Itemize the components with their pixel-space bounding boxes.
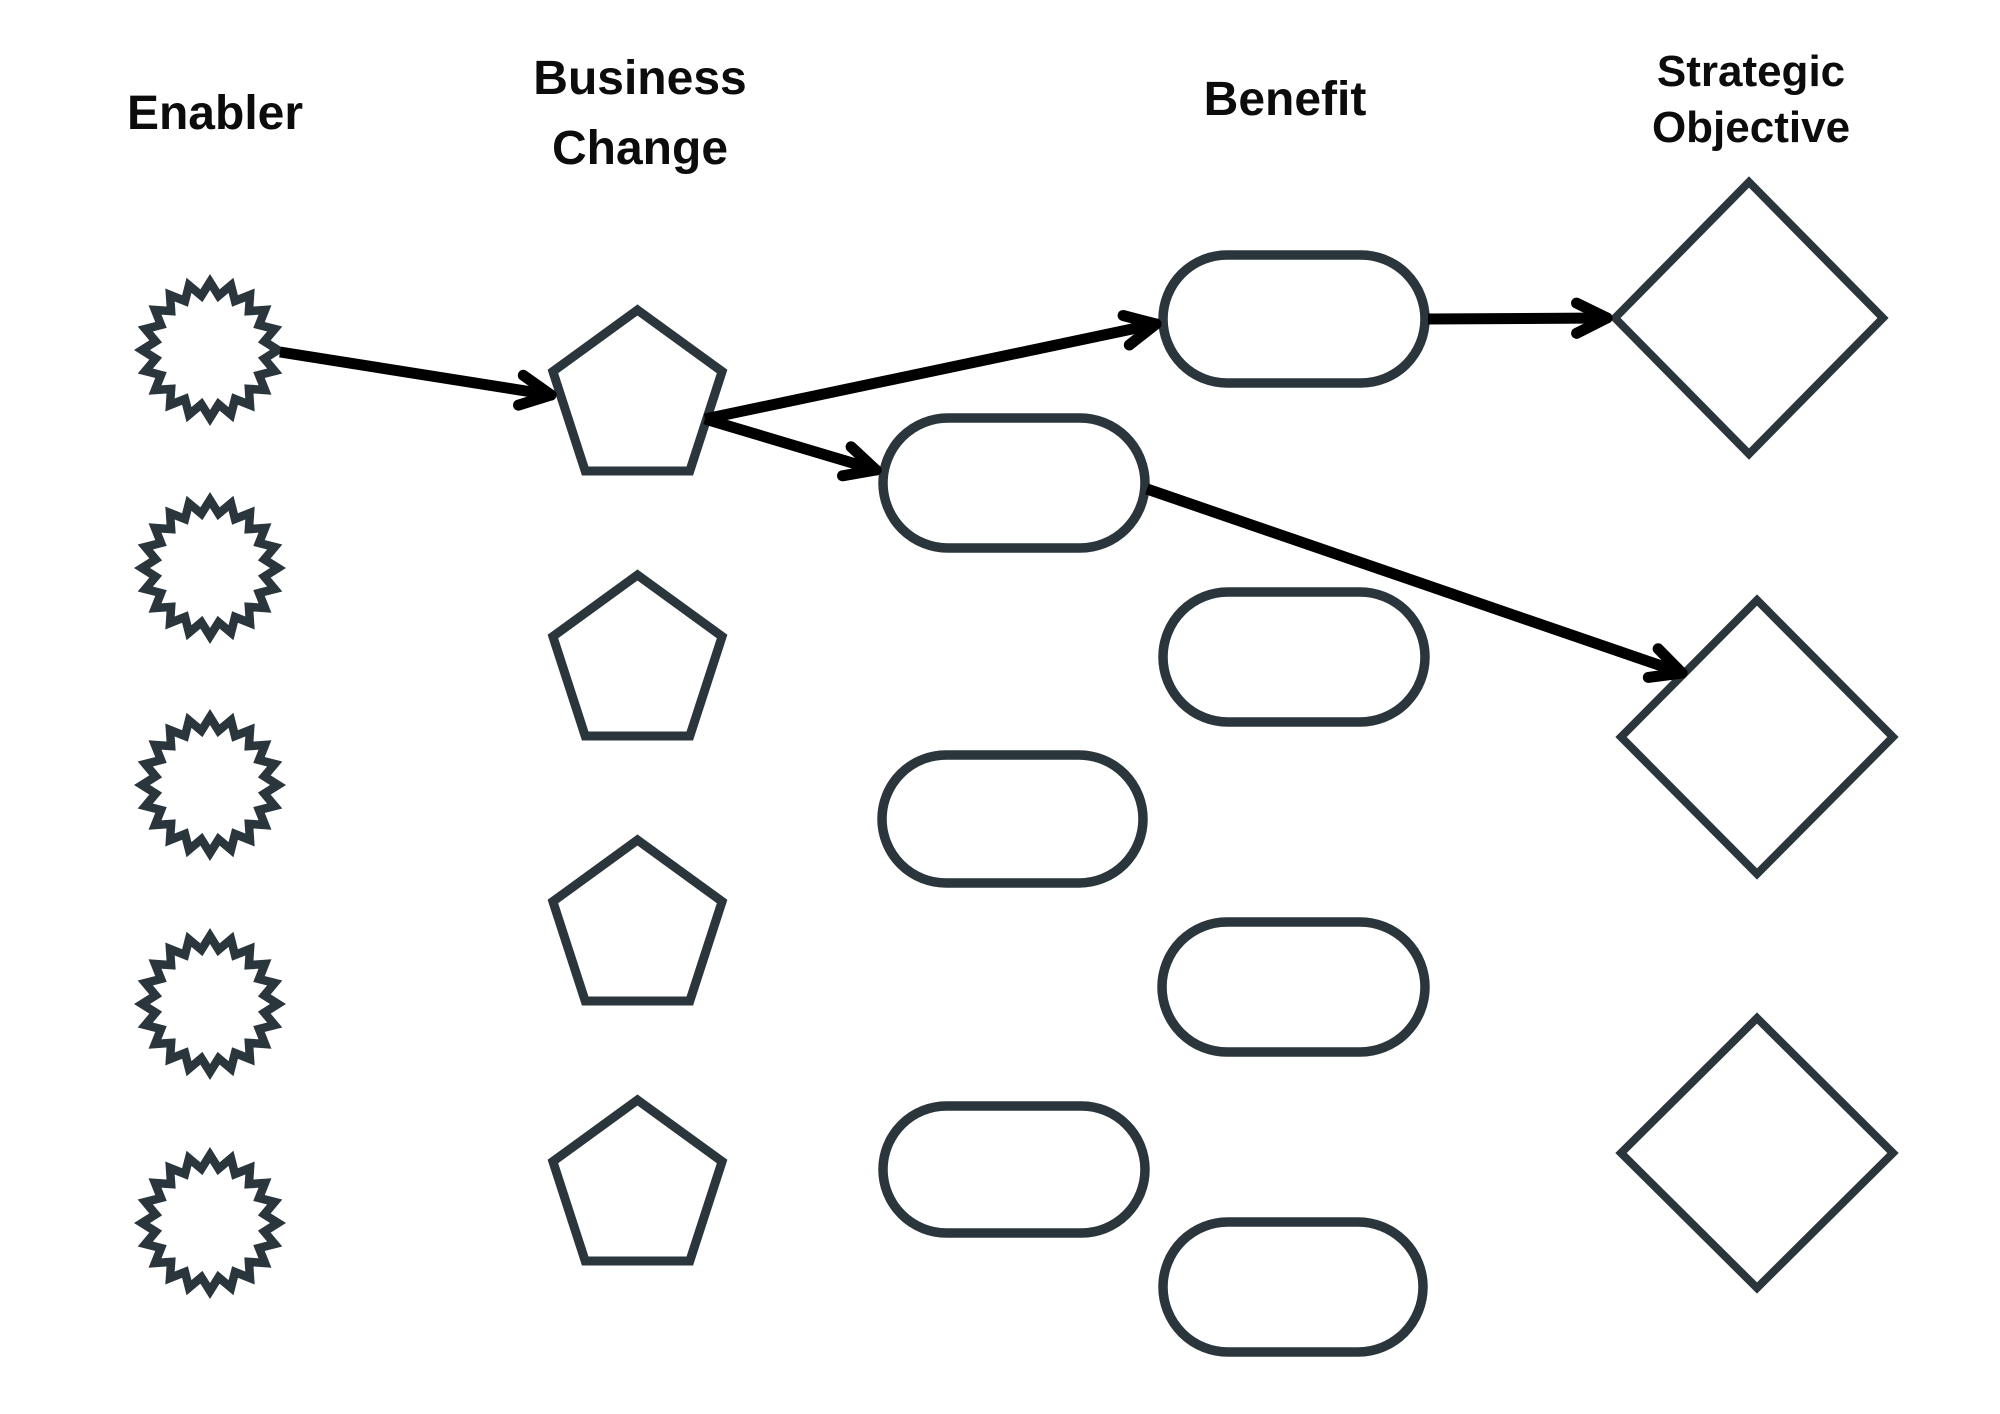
benefit-6-pill-shape <box>878 1101 1150 1238</box>
arrow-change1-benefit1-arrowhead <box>1117 310 1162 330</box>
benefit-4-pill-shape <box>877 750 1148 888</box>
arrow-change1-benefit2-line <box>703 413 878 476</box>
arrow-enabler1-change1-line <box>279 346 552 401</box>
enabler-5-starburst-shape <box>134 1147 286 1299</box>
arrow-benefit2-objective2-arrowhead <box>1652 643 1688 679</box>
benefit-7-pill-shape <box>1158 1217 1428 1357</box>
arrow-benefit2-objective2-line <box>1145 483 1684 679</box>
benefit-3-pill-shape <box>1158 587 1430 727</box>
business-change-3-pentagon-shape <box>547 834 728 1006</box>
benefit-5-pill-shape <box>1157 917 1430 1057</box>
enabler-1-starburst-shape <box>134 274 286 426</box>
arrow-change1-benefit2-arrowhead <box>845 441 882 476</box>
arrow-benefit1-objective1-line <box>1427 312 1608 325</box>
enabler-3-starburst-shape <box>134 709 286 861</box>
arrow-benefit1-objective1-arrowhead <box>1571 297 1613 324</box>
enabler-2-starburst-shape <box>134 492 286 644</box>
strategic-objective-2-diamond-shape <box>1615 594 1899 880</box>
arrow-enabler1-change1-arrowhead <box>517 369 557 401</box>
enabler-4-starburst-shape <box>134 928 286 1080</box>
strategic-objective-1-diamond-shape <box>1609 176 1889 460</box>
arrow-change1-benefit1-line <box>703 318 1158 425</box>
column-heading-benefit: Benefit <box>1203 73 1367 126</box>
column-heading-business-change: Business Change <box>533 52 747 175</box>
business-change-4-pentagon-shape <box>547 1094 728 1266</box>
column-heading-enabler: Enabler <box>126 87 304 140</box>
strategic-objective-3-diamond-shape <box>1615 1012 1899 1294</box>
business-change-1-pentagon-shape <box>547 304 728 476</box>
benefit-2-pill-shape <box>878 413 1150 553</box>
business-change-2-pentagon-shape <box>547 569 728 741</box>
benefit-1-pill-shape <box>1158 250 1430 388</box>
column-heading-strategic-objective: Strategic Objective <box>1651 47 1851 152</box>
